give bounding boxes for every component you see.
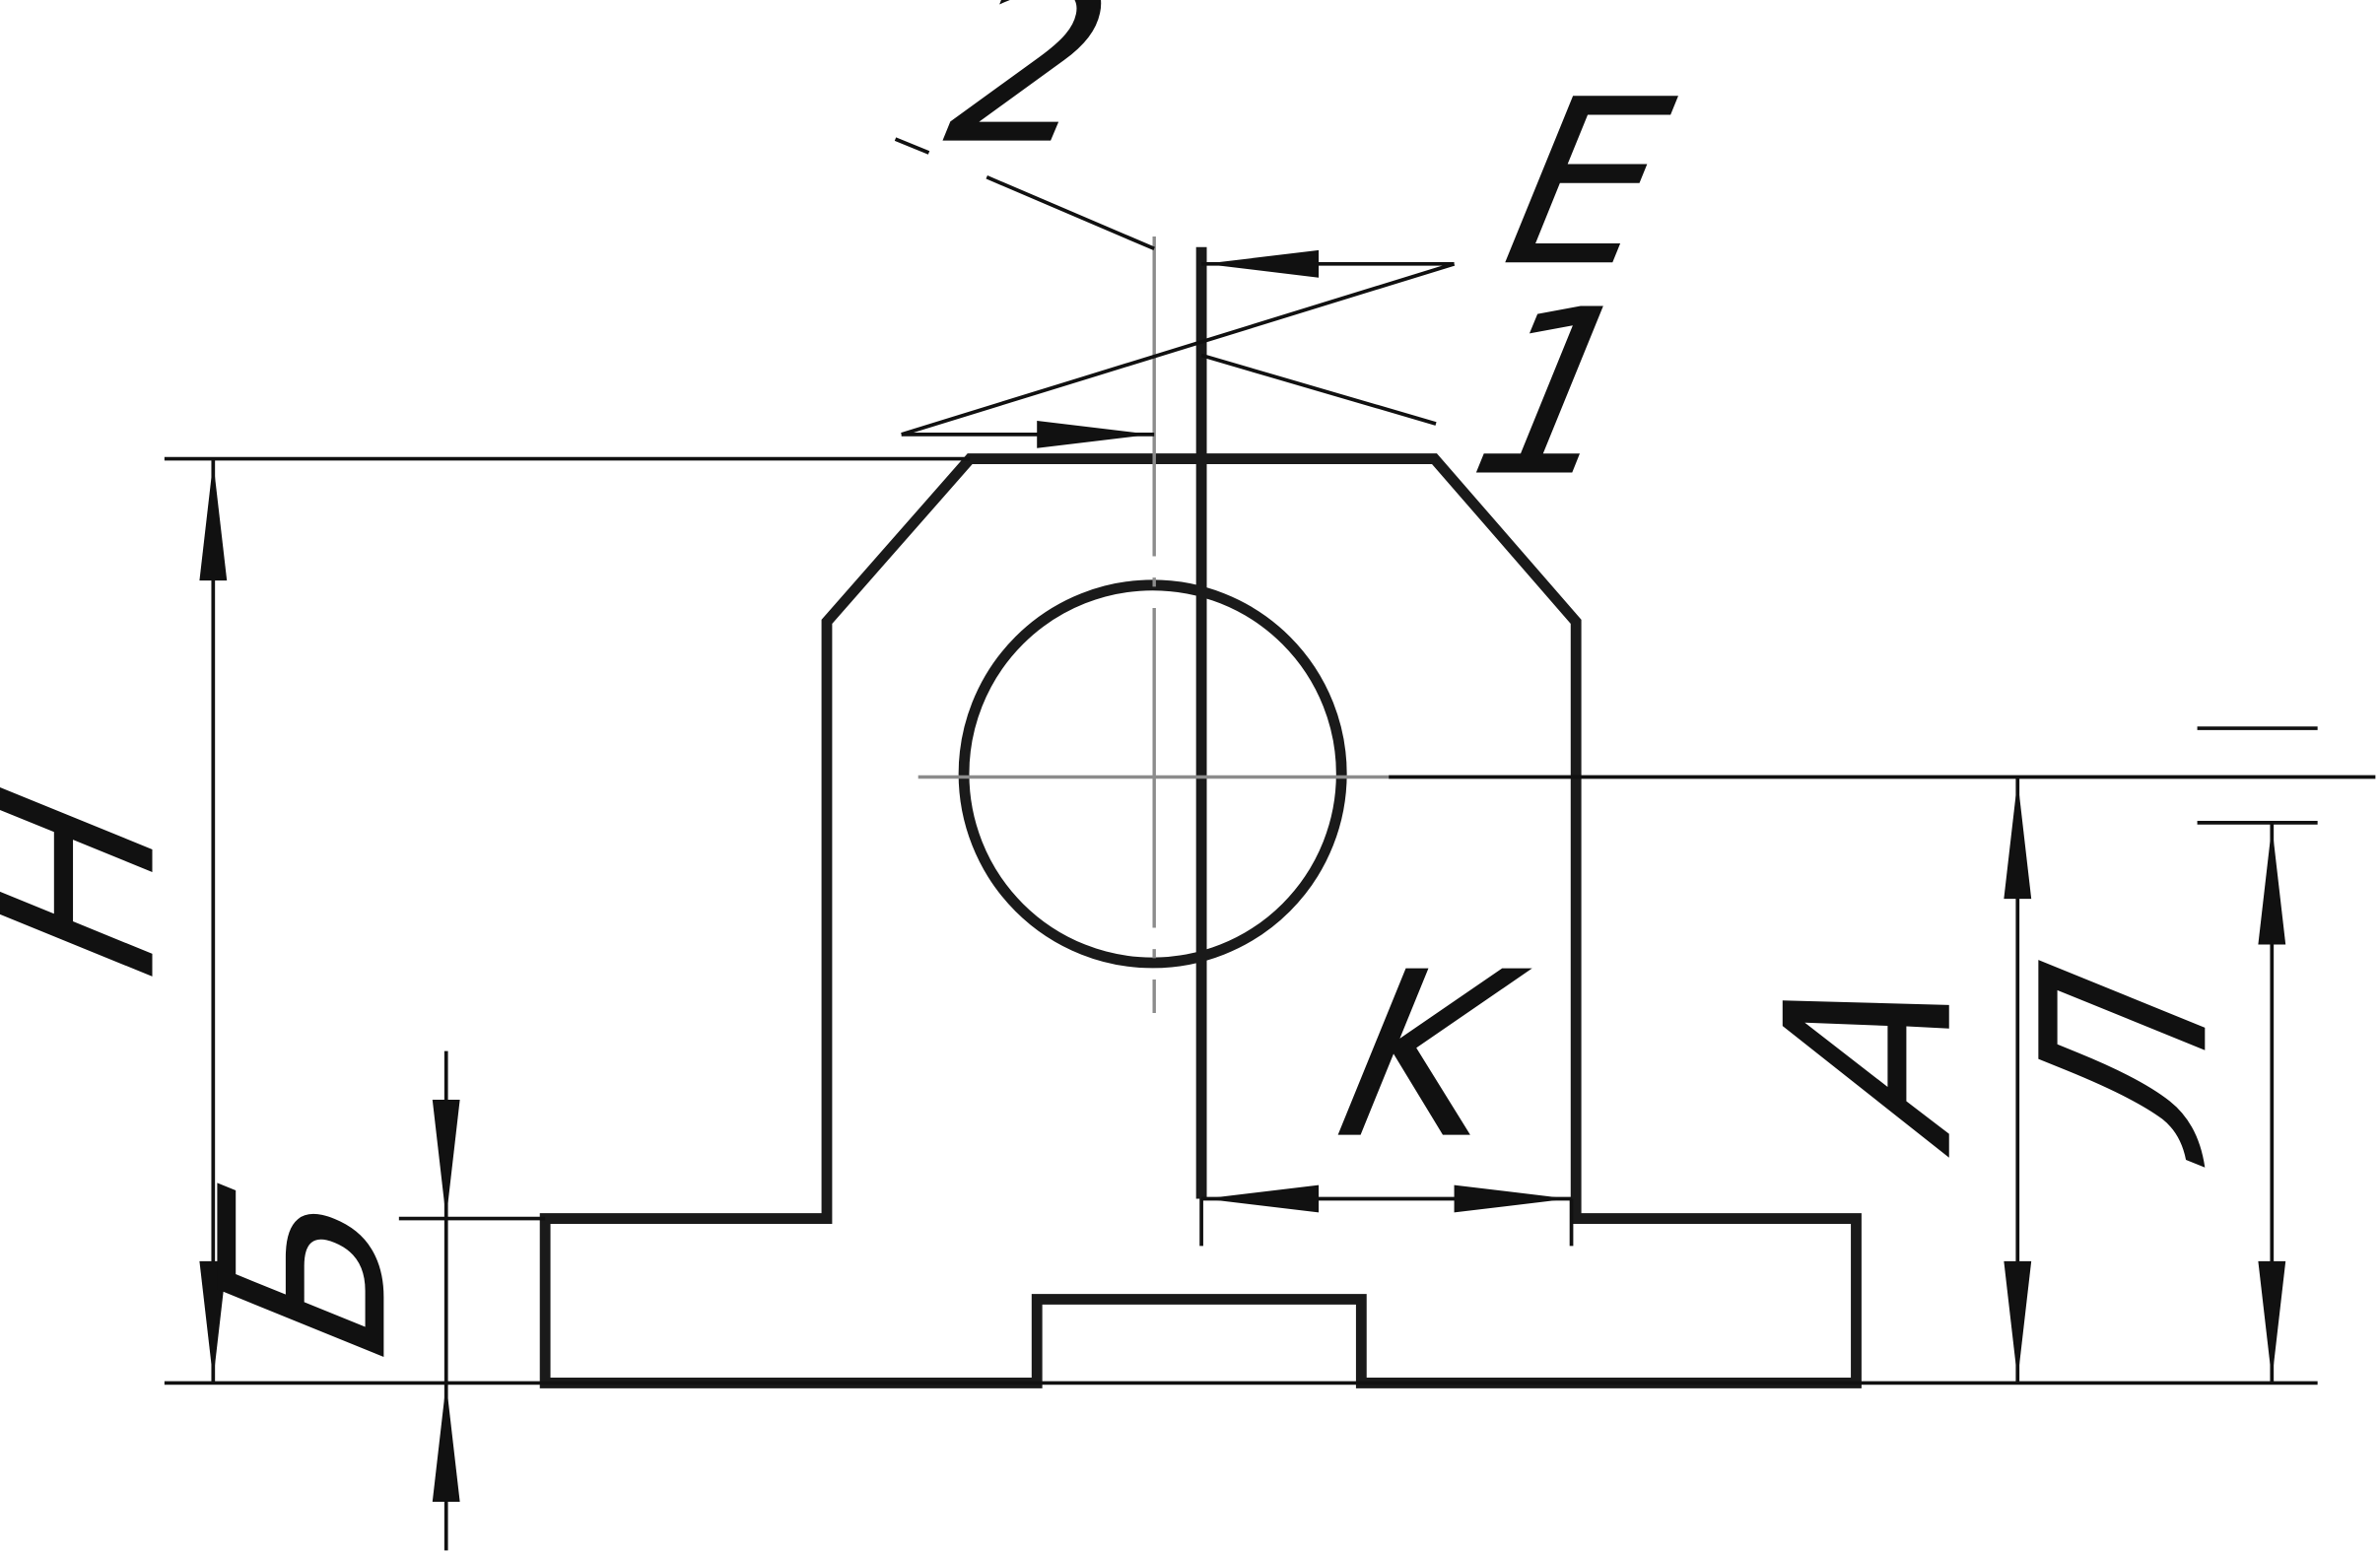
bracket-outline [539, 453, 1862, 1388]
dimension-l [2258, 822, 2286, 1384]
axis-lines [918, 236, 1390, 1013]
dimension-h-arrow-bottom [199, 1260, 228, 1381]
dimension-l-arrow-top [2258, 825, 2286, 945]
dimension-e-leader-diagonal [901, 262, 1456, 437]
dimension-b-arrow-top [432, 1100, 460, 1219]
leader-two-line [986, 175, 1155, 251]
leader-one-line [1200, 353, 1437, 426]
dimension-h-arrow-top [199, 461, 228, 581]
dimension-k [1201, 1184, 1572, 1213]
dimension-a-arrow-bottom [2004, 1260, 2032, 1381]
dimension-a [2004, 777, 2032, 1384]
dimension-a-arrow-top [2004, 779, 2032, 900]
dimension-e [901, 249, 1456, 448]
callout-leaders [894, 137, 1437, 426]
dimension-h [199, 458, 228, 1384]
dimension-k-arrow-left [1204, 1184, 1320, 1213]
dimension-e-arrow-lower [1037, 420, 1152, 448]
dimension-b [432, 1050, 460, 1551]
label-k: K [1321, 923, 1542, 1189]
label-two: 2 [930, 0, 1132, 195]
label-one: 1 [1454, 261, 1656, 527]
label-l: Л [1994, 944, 2260, 1180]
dimension-l-arrow-bottom [2258, 1260, 2286, 1381]
leader-two-tail [894, 137, 930, 155]
label-a: A [1737, 944, 2004, 1170]
labels: H Б A Л K E 1 2 [0, 0, 2260, 1375]
label-h: H [0, 766, 207, 994]
dimension-k-arrow-right [1454, 1184, 1569, 1213]
dimension-b-arrow-bottom [432, 1383, 460, 1502]
extension-lines [164, 456, 2376, 1385]
dimension-e-arrow-upper [1204, 249, 1320, 278]
